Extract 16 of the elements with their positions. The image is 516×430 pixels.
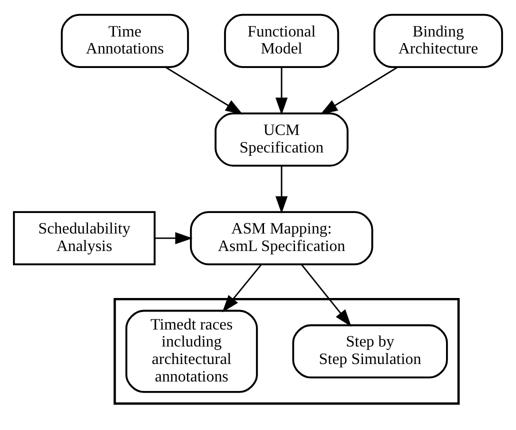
arrow xyxy=(301,264,352,327)
arrow xyxy=(154,232,193,244)
cluster xyxy=(114,298,460,405)
node-box: Time Annotations xyxy=(60,14,189,68)
node-box: Timedt races including architectural annotations xyxy=(125,310,258,393)
arrow xyxy=(275,166,288,214)
arrow xyxy=(320,66,398,114)
node-box: Step by Step Simulation xyxy=(292,324,448,378)
arrow xyxy=(275,68,288,115)
node-box: Functional Model xyxy=(224,14,340,68)
node-box: Binding Architecture xyxy=(373,14,504,68)
node-box: UCM Specification xyxy=(214,112,349,167)
arrow xyxy=(165,66,243,114)
arrow xyxy=(222,264,262,312)
node-box: ASM Mapping: AsmL Specification xyxy=(190,211,374,266)
node-box: Schedulability Analysis xyxy=(12,211,156,266)
